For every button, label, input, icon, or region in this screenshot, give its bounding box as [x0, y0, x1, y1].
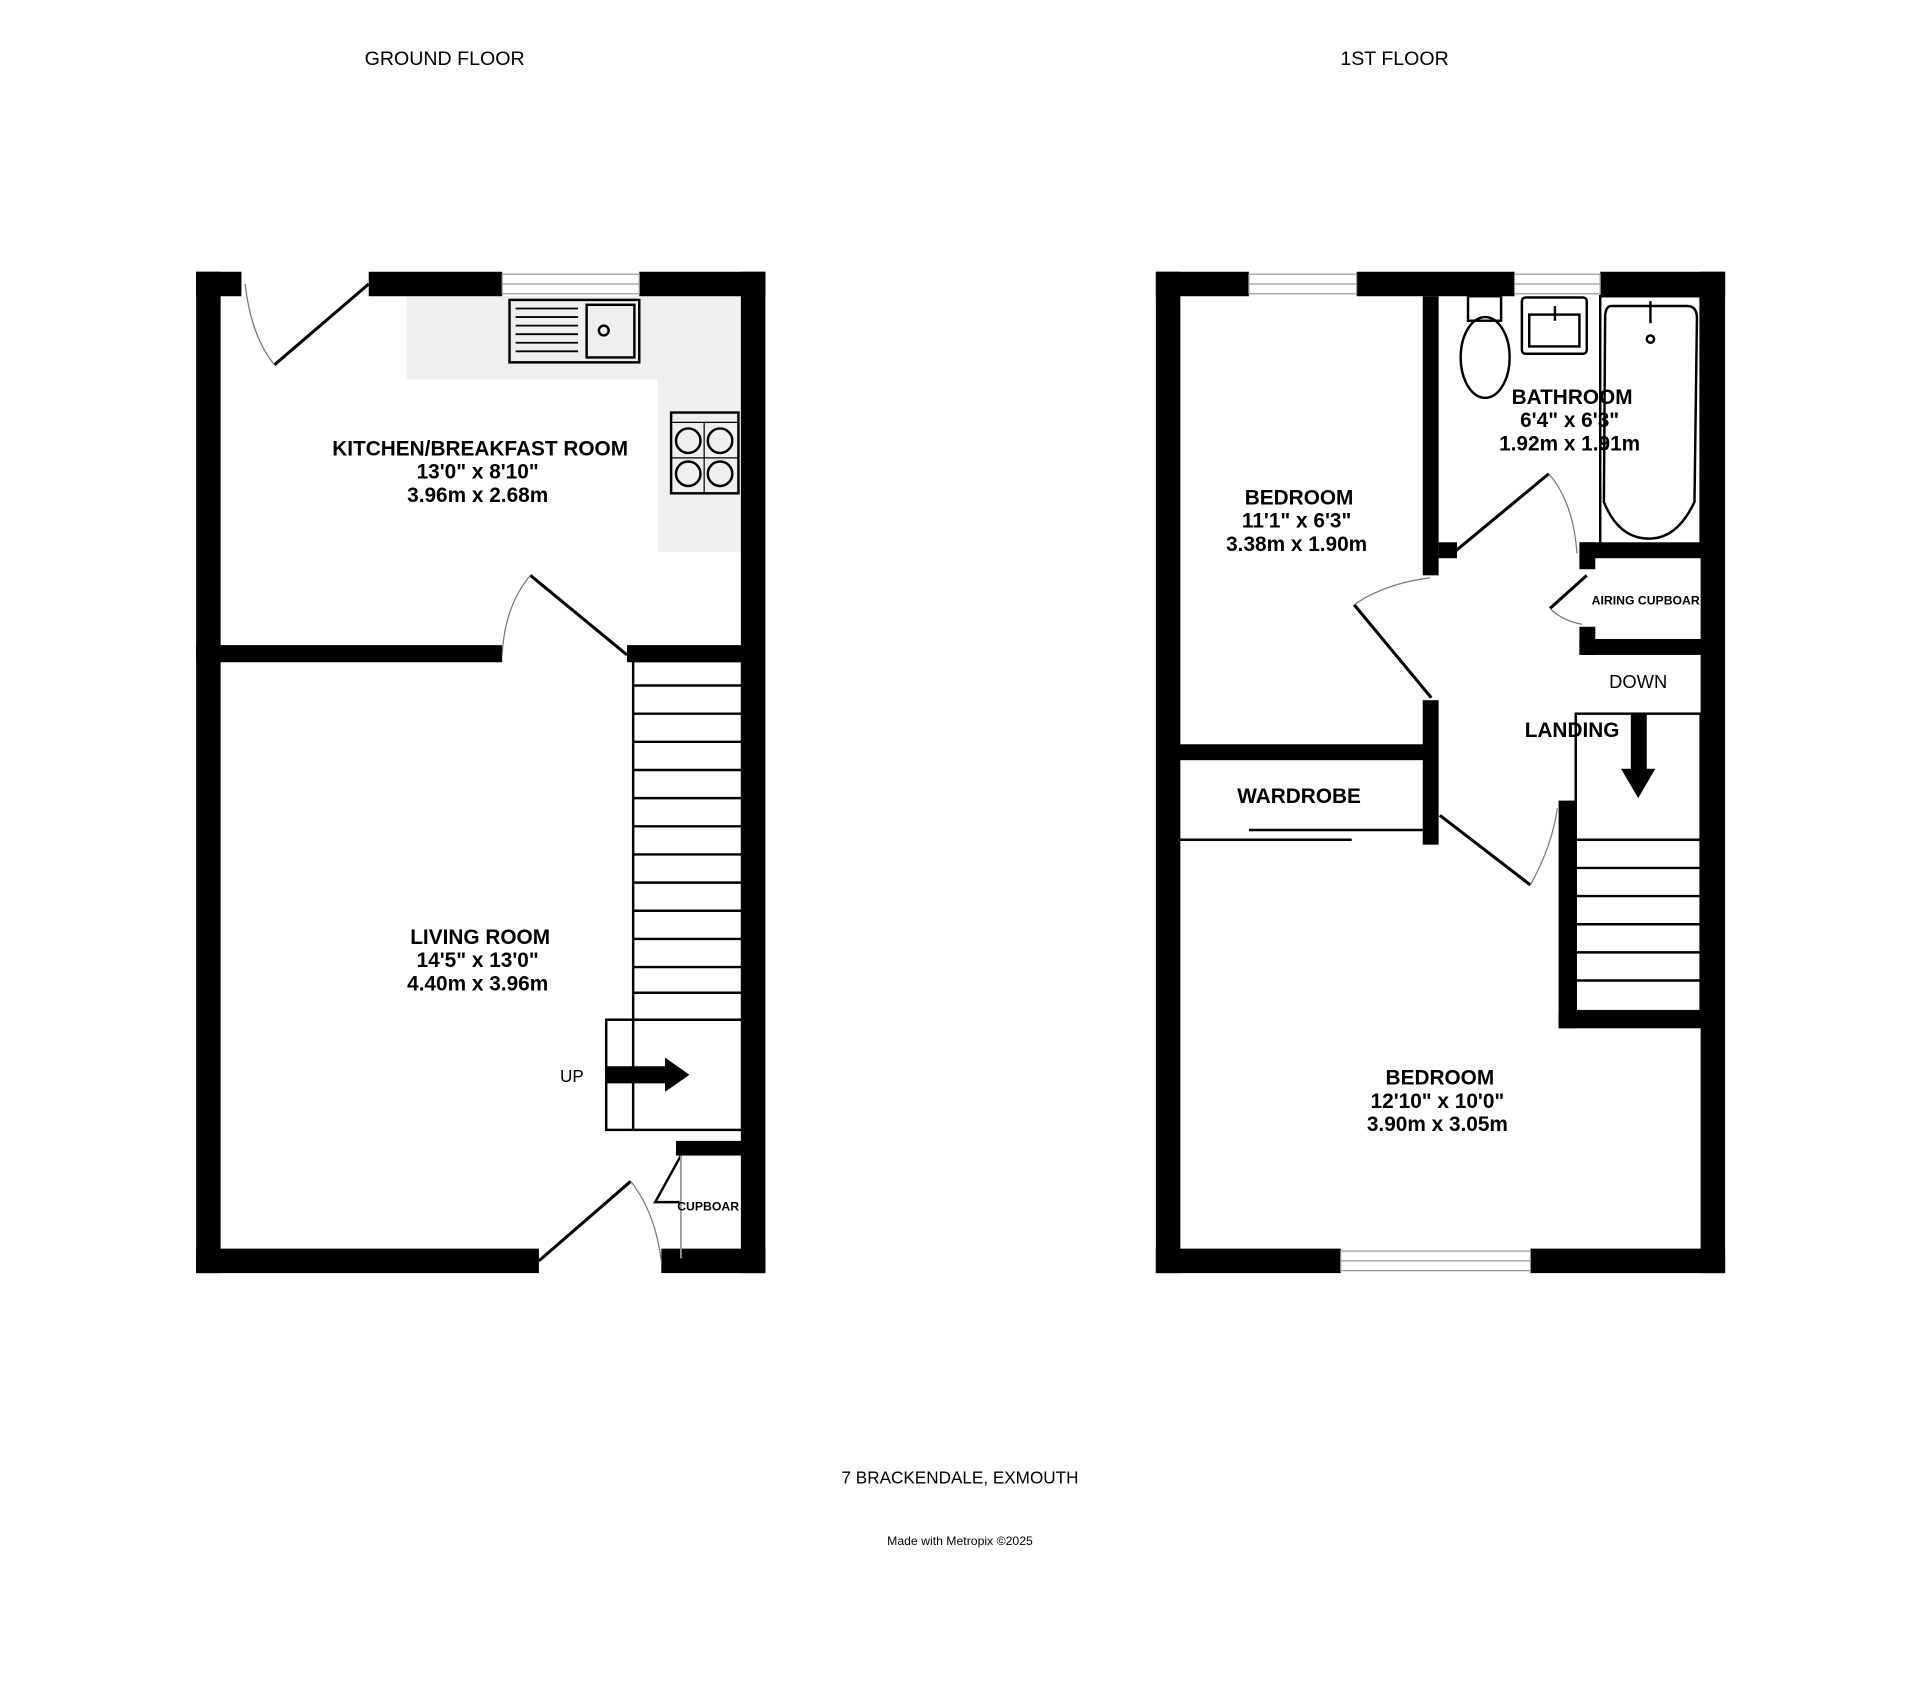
- cupboard-label: CUPBOAR: [677, 1200, 739, 1214]
- bathroom-label: BATHROOM 6'4" x 6'3" 1.92m x 1.91m: [1499, 386, 1640, 456]
- wardrobe-label: WARDROBE: [1237, 785, 1361, 808]
- staircase: [605, 659, 744, 1132]
- room-name: BEDROOM: [1386, 1067, 1495, 1090]
- arrow-down-icon: [1621, 713, 1656, 799]
- room-imperial: 12'10" x 10'0": [1371, 1090, 1505, 1113]
- bath-icon: [1598, 295, 1702, 555]
- door: [501, 574, 629, 657]
- stairs-up-label: UP: [560, 1066, 584, 1086]
- room-metric: 4.40m x 3.96m: [407, 972, 548, 995]
- room-name: BATHROOM: [1512, 386, 1633, 409]
- kitchen-label: KITCHEN/BREAKFAST ROOM 13'0" x 8'10" 3.9…: [332, 437, 628, 507]
- room-imperial: 14'5" x 13'0": [417, 949, 539, 972]
- kitchen-worktop: [406, 296, 741, 380]
- room-imperial: 11'1" x 6'3": [1242, 510, 1351, 533]
- address: 7 BRACKENDALE, EXMOUTH: [842, 1468, 1079, 1488]
- window: [501, 273, 640, 295]
- door: [1549, 574, 1588, 625]
- door: [1352, 577, 1433, 699]
- hob-icon: [669, 411, 740, 495]
- door: [1454, 472, 1578, 554]
- airing-cupboard-label: AIRING CUPBOAR: [1592, 594, 1700, 608]
- first-floor: 1ST FLOOR: [1155, 48, 1726, 1274]
- room-name: KITCHEN/BREAKFAST ROOM: [332, 437, 628, 460]
- room-imperial: 13'0" x 8'10": [417, 461, 539, 484]
- room-name: LIVING ROOM: [410, 926, 550, 949]
- sink-icon: [508, 298, 641, 364]
- staircase: [1574, 712, 1702, 1013]
- landing-label: LANDING: [1525, 719, 1620, 742]
- bedroom-2-label: BEDROOM 12'10" x 10'0" 3.90m x 3.05m: [1367, 1067, 1508, 1137]
- room-metric: 1.92m x 1.91m: [1499, 432, 1640, 455]
- ground-floor: GROUND FLOOR: [196, 48, 766, 1274]
- walls: [196, 271, 766, 1274]
- window: [1248, 273, 1601, 1272]
- arrow-right-icon: [606, 1057, 690, 1092]
- door: [244, 282, 370, 366]
- basin-icon: [1520, 296, 1588, 355]
- credit: Made with Metropix ©2025: [887, 1534, 1033, 1548]
- door: [537, 1180, 662, 1263]
- room-metric: 3.90m x 3.05m: [1367, 1113, 1508, 1136]
- stairs-down-label: DOWN: [1609, 671, 1667, 692]
- room-name: BEDROOM: [1245, 486, 1354, 509]
- bedroom-1-label: BEDROOM 11'1" x 6'3" 3.38m x 1.90m: [1226, 486, 1367, 556]
- toilet-icon: [1459, 295, 1511, 400]
- walls: [1155, 271, 1726, 1274]
- room-imperial: 6'4" x 6'3": [1520, 409, 1619, 432]
- cupboard-door: [653, 1154, 682, 1259]
- first-floor-title: 1ST FLOOR: [1340, 48, 1448, 70]
- living-room-label: LIVING ROOM 14'5" x 13'0" 4.40m x 3.96m: [407, 926, 550, 996]
- door: [1438, 807, 1558, 887]
- room-metric: 3.96m x 2.68m: [407, 484, 548, 507]
- ground-floor-title: GROUND FLOOR: [365, 48, 525, 70]
- room-metric: 3.38m x 1.90m: [1226, 533, 1367, 556]
